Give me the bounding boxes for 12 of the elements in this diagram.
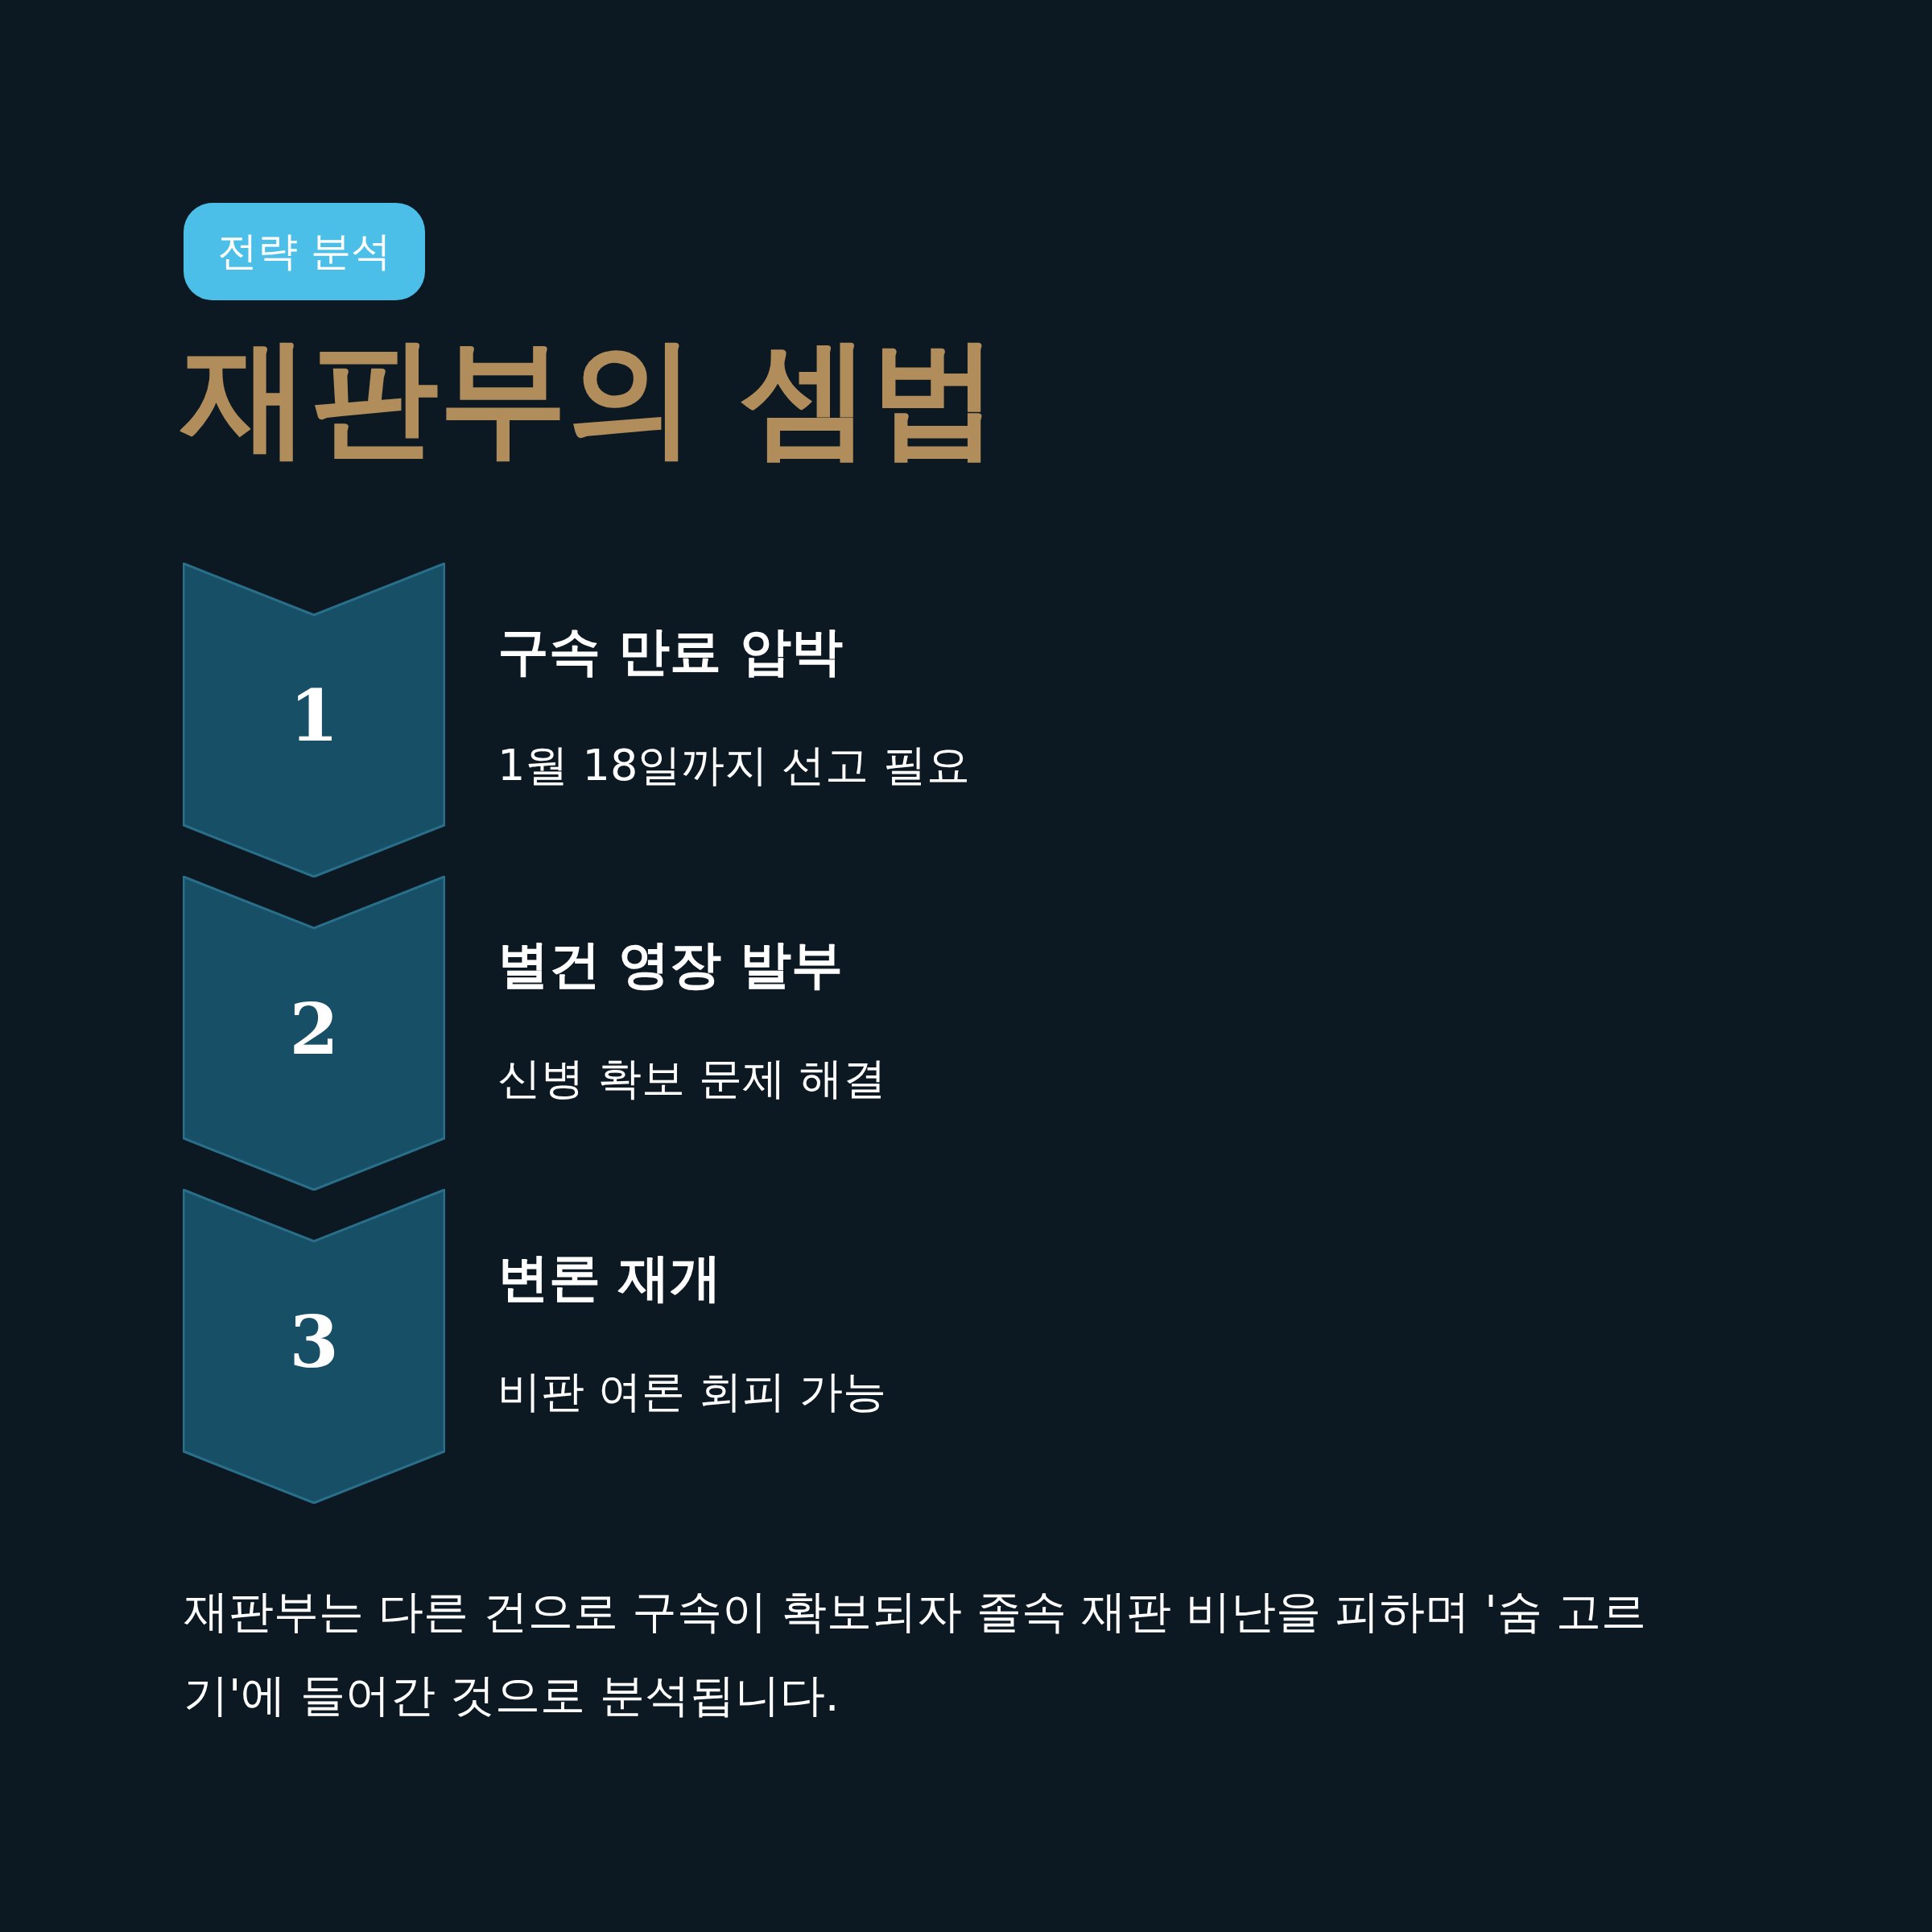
step-number: 1 bbox=[288, 673, 340, 759]
title: 재판부의 셈법 bbox=[181, 326, 999, 468]
step-description: 신병 확보 문제 해결 bbox=[497, 1053, 887, 1105]
step-number: 2 bbox=[288, 986, 340, 1072]
step-number: 3 bbox=[288, 1299, 340, 1385]
caption: 재판부는 다른 건으로 구속이 확보되자 졸속 재판 비난을 피하며 '숨 고르기'에 들어간 것으로 분석됩니다. bbox=[184, 1584, 1648, 1723]
step-heading: 변론 재개 bbox=[497, 1247, 722, 1309]
step-heading: 별건 영장 발부 bbox=[497, 934, 843, 996]
step-description: 1월 18일까지 선고 필요 bbox=[497, 740, 970, 792]
step-heading: 구속 만료 압박 bbox=[497, 621, 843, 683]
step-description: 비판 여론 회피 가능 bbox=[497, 1366, 887, 1418]
category-badge: 전략 분석 bbox=[184, 203, 425, 300]
